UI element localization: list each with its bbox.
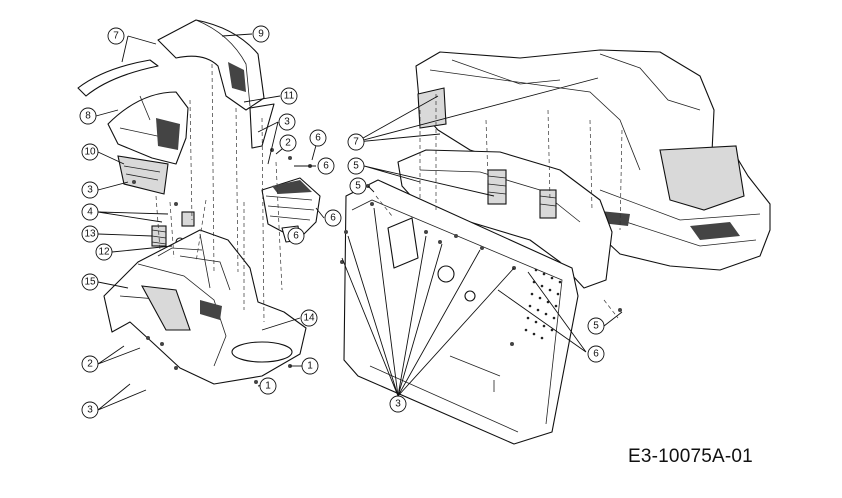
callout-2: 2 (81, 355, 99, 373)
callout-3: 3 (81, 401, 99, 419)
callout-2: 2 (279, 134, 297, 152)
callout-6: 6 (309, 129, 327, 147)
svg-text:5: 5 (593, 321, 599, 332)
svg-text:4: 4 (87, 207, 93, 218)
callout-11: 11 (280, 87, 298, 105)
svg-text:7: 7 (353, 137, 359, 148)
svg-text:9: 9 (258, 29, 264, 40)
callout-3: 3 (278, 113, 296, 131)
basket-part (261, 177, 321, 241)
svg-text:3: 3 (284, 117, 290, 128)
drawing-code: E3-10075A-01 (628, 446, 753, 467)
callout-1: 1 (301, 357, 319, 375)
svg-text:15: 15 (84, 277, 96, 288)
svg-text:2: 2 (87, 359, 93, 370)
svg-text:10: 10 (84, 147, 96, 158)
svg-text:5: 5 (353, 161, 359, 172)
callout-12: 12 (95, 243, 113, 261)
svg-text:13: 13 (84, 229, 96, 240)
svg-text:5: 5 (355, 181, 361, 192)
callout-6: 6 (587, 345, 605, 363)
svg-text:14: 14 (303, 313, 315, 324)
svg-text:6: 6 (293, 231, 299, 242)
callout-9: 9 (252, 25, 270, 43)
callout-5: 5 (349, 177, 367, 195)
svg-text:12: 12 (98, 247, 110, 258)
callout-7: 7 (107, 27, 125, 45)
svg-text:6: 6 (330, 213, 336, 224)
svg-text:3: 3 (87, 405, 93, 416)
callout-3: 3 (389, 395, 407, 413)
callout-6: 6 (317, 157, 335, 175)
svg-text:1: 1 (307, 361, 313, 372)
left-assembly (77, 19, 321, 385)
svg-text:6: 6 (323, 161, 329, 172)
svg-text:11: 11 (284, 91, 295, 102)
svg-text:8: 8 (85, 111, 91, 122)
svg-text:7: 7 (113, 31, 119, 42)
svg-text:3: 3 (395, 399, 401, 410)
callout-10: 10 (81, 143, 99, 161)
callout-14: 14 (300, 309, 318, 327)
leader-lines (95, 33, 623, 411)
spring-part (151, 211, 195, 247)
vent-grid (524, 268, 562, 340)
svg-text:6: 6 (593, 349, 599, 360)
callout-5: 5 (587, 317, 605, 335)
callout-6: 6 (324, 209, 342, 227)
callout-6: 6 (287, 227, 305, 245)
callout-15: 15 (81, 273, 99, 291)
trim-strip-part (77, 59, 159, 97)
callout-7: 7 (347, 133, 365, 151)
svg-text:3: 3 (87, 185, 93, 196)
svg-text:6: 6 (315, 133, 321, 144)
callout-13: 13 (81, 225, 99, 243)
svg-text:2: 2 (285, 138, 291, 149)
callout-3: 3 (81, 181, 99, 199)
callout-4: 4 (81, 203, 99, 221)
callout-8: 8 (79, 107, 97, 125)
svg-text:1: 1 (265, 381, 271, 392)
callout-1: 1 (259, 377, 277, 395)
callout-5: 5 (347, 157, 365, 175)
bracket-part (117, 155, 169, 195)
right-assembly (340, 49, 771, 445)
